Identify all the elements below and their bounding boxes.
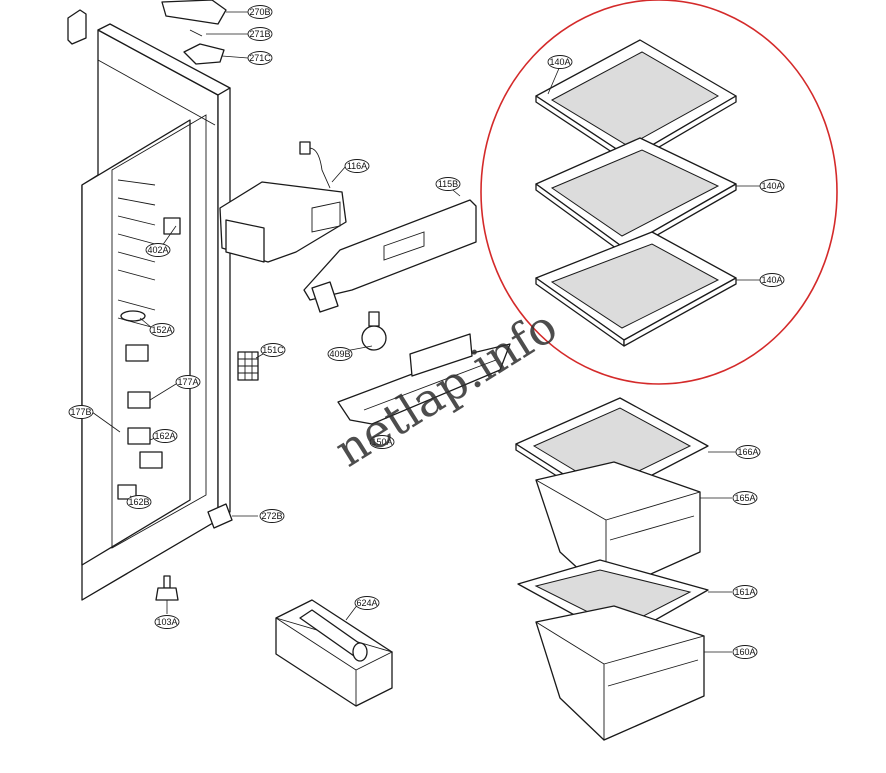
- lamp-housing: [219, 141, 347, 263]
- callout-272b: 272B: [259, 509, 285, 523]
- callout-166a: 166A: [735, 445, 761, 459]
- lamp-cover: [337, 333, 511, 425]
- callout-624a: 624A: [354, 596, 380, 610]
- callout-177b: 177B: [68, 405, 94, 419]
- crisper-cover-lower: [517, 559, 709, 641]
- callout-label: 270B: [249, 7, 270, 17]
- callout-label: 152A: [151, 325, 172, 335]
- callout-103a: 103A: [154, 615, 180, 629]
- callout-140a-middle: 140A: [759, 179, 785, 193]
- callout-label: 103A: [156, 617, 177, 627]
- hinge-bracket: [183, 43, 225, 65]
- callout-152a: 152A: [149, 323, 175, 337]
- light-bulb: [361, 311, 387, 351]
- highlight-circle: [480, 0, 838, 385]
- callout-label: 271B: [249, 29, 270, 39]
- callout-270b: 270B: [247, 5, 273, 19]
- water-filter-box: [275, 599, 394, 707]
- callout-label: 177B: [70, 407, 91, 417]
- callout-label: 140A: [761, 275, 782, 285]
- callout-label: 402A: [147, 245, 168, 255]
- callout-label: 271C: [249, 53, 271, 63]
- callout-115b: 115B: [435, 177, 461, 191]
- callout-label: 624A: [356, 598, 377, 608]
- callout-label: 166A: [737, 447, 758, 457]
- callout-140a-bottom: 140A: [759, 273, 785, 287]
- leveling-foot: [155, 575, 179, 601]
- callout-140a-top: 140A: [547, 55, 573, 69]
- leader-lines: [91, 11, 760, 653]
- callout-165a: 165A: [732, 491, 758, 505]
- callout-label: 150A: [371, 437, 392, 447]
- control-panel: [303, 199, 477, 313]
- callout-label: 160A: [734, 647, 755, 657]
- callout-271c: 271C: [247, 51, 273, 65]
- callout-151c: 151C: [260, 343, 286, 357]
- callout-161a: 161A: [732, 585, 758, 599]
- callout-160a: 160A: [732, 645, 758, 659]
- callout-label: 140A: [549, 57, 570, 67]
- glass-shelves: [535, 39, 737, 347]
- vent-grille: [237, 351, 259, 381]
- callout-label: 409B: [329, 349, 350, 359]
- callout-177a: 177A: [175, 375, 201, 389]
- callout-409b: 409B: [327, 347, 353, 361]
- callout-label: 162A: [154, 431, 175, 441]
- refrigerator-cabinet: [67, 9, 233, 601]
- callout-162b: 162B: [126, 495, 152, 509]
- callout-116a: 116A: [344, 159, 370, 173]
- callout-label: 177A: [177, 377, 198, 387]
- callout-label: 272B: [261, 511, 282, 521]
- callout-162a: 162A: [152, 429, 178, 443]
- callout-label: 116A: [347, 161, 367, 171]
- callout-150a: 150A: [369, 435, 395, 449]
- callout-402a: 402A: [145, 243, 171, 257]
- hinge-cover: [161, 0, 227, 25]
- callout-label: 161A: [734, 587, 755, 597]
- callout-label: 151C: [262, 345, 284, 355]
- callout-label: 140A: [761, 181, 782, 191]
- callout-label: 162B: [128, 497, 149, 507]
- callout-label: 115B: [438, 179, 458, 189]
- callout-271b: 271B: [247, 27, 273, 41]
- callout-label: 165A: [734, 493, 755, 503]
- crisper-drawer-lower: [535, 605, 705, 741]
